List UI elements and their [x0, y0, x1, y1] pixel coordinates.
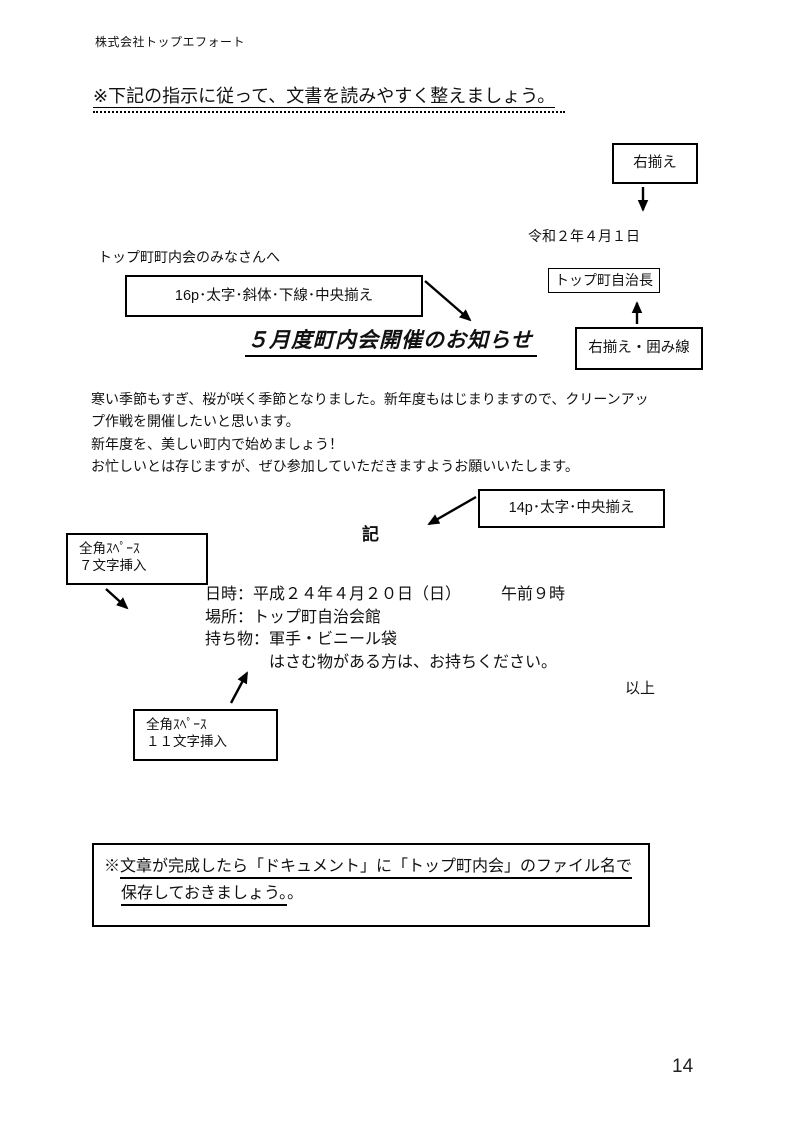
callout-title-format-label: 16p･太字･斜体･下線･中央揃え: [174, 287, 374, 304]
callout-space7-line2: ７文字挿入: [79, 558, 147, 573]
detail-line: はさむ物がある方は、お持ちください。: [93, 653, 558, 671]
note-line2-text: 保存しておきましょう。: [121, 885, 288, 906]
callout-right-align-label: 右揃え: [633, 155, 677, 172]
body-line: 寒い季節もすぎ、桜が咲く季節となりました。新年度もはじまりますので、クリーンアッ: [91, 393, 649, 408]
doc-salutation: トップ町町内会のみなさんへ: [98, 251, 280, 266]
detail-line: 持ち物：軍手・ビニール袋: [93, 631, 398, 649]
callout-ki-format: 14p･太字･中央揃え: [478, 489, 665, 528]
arrow-diagonal-to-title-icon: [424, 280, 472, 322]
callout-ki-format-label: 14p･太字･中央揃え: [508, 500, 635, 517]
note-line2: 保存しておきましょう。。: [104, 880, 640, 907]
doc-details: 日時：平成２４年４月２０日（日） 午前９時 場所：トップ町自治会館 持ち物：軍手…: [93, 584, 565, 674]
arrow-to-ki-icon: [427, 495, 477, 526]
note-box: ※文章が完成したら「ドキュメント」に「トップ町内会」のファイル名で 保存しておき…: [92, 843, 650, 927]
detail-line: 日時：平成２４年４月２０日（日） 午前９時: [93, 586, 566, 603]
note-line2-suffix: 。: [287, 885, 304, 902]
company-header: 株式会社トップエフォート: [95, 35, 246, 49]
note-line1-text: 文章が完成したら「ドキュメント」に「トップ町内会」のファイル名で: [120, 858, 633, 879]
doc-date: 令和２年４月１日: [528, 230, 640, 245]
instruction-heading-text: ※下記の指示に従って、文書を読みやすく整えましょう。: [93, 86, 556, 108]
doc-closing: 以上: [625, 681, 656, 697]
note-line1: ※文章が完成したら「ドキュメント」に「トップ町内会」のファイル名で: [104, 853, 640, 880]
detail-line: 場所：トップ町自治会館: [93, 608, 382, 626]
arrow-from-space11-icon: [229, 671, 249, 704]
callout-space11-line1: 全角ｽﾍﾟｰｽ: [146, 717, 207, 732]
callout-space7: 全角ｽﾍﾟｰｽ ７文字挿入: [66, 533, 208, 585]
doc-sender: トップ町自治長: [548, 268, 660, 293]
body-line: 新年度を、美しい町内で始めましょう！: [91, 437, 343, 453]
note-prefix: ※: [104, 858, 121, 875]
body-line: お忙しいとは存じますが、ぜひ参加していただきますようお願いいたします。: [91, 460, 579, 476]
callout-space11: 全角ｽﾍﾟｰｽ １１文字挿入: [133, 709, 278, 761]
doc-ki: 記: [362, 525, 379, 544]
page-number: 14: [672, 1056, 694, 1077]
callout-right-align: 右揃え: [612, 143, 698, 184]
body-line: プ作戦を開催したいと思います。: [91, 415, 300, 431]
callout-title-format: 16p･太字･斜体･下線･中央揃え: [125, 275, 423, 317]
doc-title: ５月度町内会開催のお知らせ: [245, 324, 537, 357]
doc-body: 寒い季節もすぎ、桜が咲く季節となりました。新年度もはじまりますので、クリーンアッ…: [91, 390, 649, 480]
callout-sender-format-label: 右揃え・囲み線: [588, 340, 690, 357]
callout-space7-line1: 全角ｽﾍﾟｰｽ: [79, 541, 140, 556]
instruction-heading: ※下記の指示に従って、文書を読みやすく整えましょう。: [93, 82, 566, 113]
callout-sender-format: 右揃え・囲み線: [575, 327, 703, 370]
callout-space11-line2: １１文字挿入: [146, 734, 227, 749]
